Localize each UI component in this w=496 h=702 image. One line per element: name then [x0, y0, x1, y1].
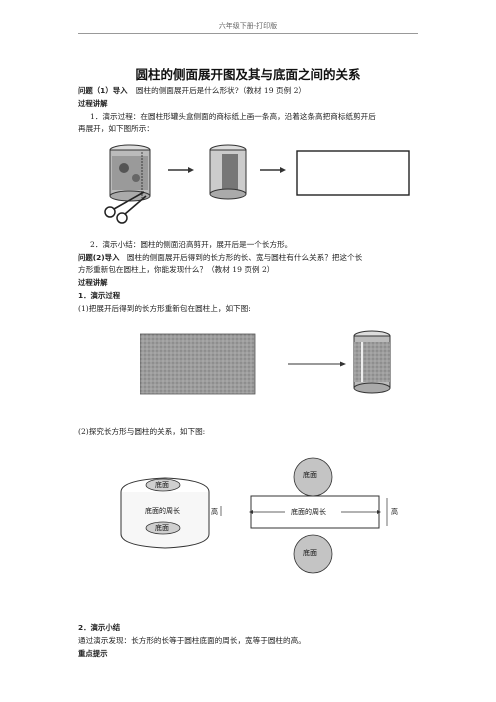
arrow-right-icon — [168, 167, 194, 173]
label-rectangle — [140, 333, 256, 395]
circumference-center-label: 底面的周长 — [291, 508, 326, 516]
process-heading-1: 过程讲解 — [78, 99, 108, 108]
arrow-right-icon — [288, 361, 346, 367]
height-right-label: 高 — [391, 508, 398, 516]
step-1-line-2: 再展开，如下图所示： — [78, 124, 154, 133]
header-divider — [78, 33, 418, 34]
step-2-summary: 2．演示小结：圆柱的侧面沿高剪开，展开后是一个长方形。 — [90, 240, 293, 249]
unwrapped-rectangle — [296, 150, 410, 196]
figure-can-unwrap — [104, 144, 410, 224]
inner-base-label: 底面 — [155, 481, 169, 489]
inner-bottom-base-label: 底面 — [155, 524, 169, 532]
summary-text: 通过演示发现：长方形的长等于圆柱底面的周长，宽等于圆柱的高。 — [78, 636, 306, 645]
question-2-label: 问题(2)导入 — [78, 253, 120, 262]
bottom-base-circle — [293, 534, 333, 574]
summary-heading: 2．演示小结 — [78, 623, 121, 632]
step-1-line-1: 1．演示过程：在圆柱形罐头盒侧面的商标纸上画一条高，沿着这条高把商标纸剪开后 — [90, 112, 376, 121]
question-1-text: 圆柱的侧面展开后是什么形状?（教材 19 页例 2） — [135, 86, 307, 95]
inner-base-bottom-shape — [145, 521, 181, 535]
height-left-label: 高 — [211, 508, 218, 516]
demo-step-2: (2)探究长方形与圆柱的关系，如下图: — [78, 427, 206, 436]
top-base-circle — [293, 457, 333, 497]
key-tip-heading: 重点提示 — [78, 649, 108, 658]
net-drawing — [120, 457, 388, 574]
can-rewrapped-illustration — [353, 330, 391, 394]
can-with-label-illustration — [109, 144, 151, 202]
figure-cylinder-net: 底面 底面 底面的周长 底面 高 底面的周长 高 底面 — [115, 450, 415, 600]
question-1-label: 问题（1）导入 — [78, 86, 128, 95]
scissors-icon — [104, 191, 147, 224]
question-1: 问题（1）导入 圆柱的侧面展开后是什么形状?（教材 19 页例 2） — [78, 85, 306, 96]
bottom-base-label: 底面 — [303, 549, 317, 557]
page-title: 圆柱的侧面展开图及其与底面之间的关系 — [135, 67, 361, 82]
question-2-line-2: 方形重新包在圆柱上，你能发现什么？（教材 19 页例 2） — [78, 265, 275, 274]
demo-step-1: (1)把展开后得到的长方形重新包在圆柱上，如下图: — [78, 304, 251, 313]
demo-process-heading: 1．演示过程 — [78, 291, 121, 300]
page-header: 六年级下册-打印版 — [218, 22, 278, 30]
question-2-text: 圆柱的侧面展开后得到的长方形的长、宽与圆柱有什么关系？把这个长 — [126, 253, 363, 262]
question-2-line-1: 问题(2)导入 圆柱的侧面展开后得到的长方形的长、宽与圆柱有什么关系？把这个长 — [78, 252, 362, 263]
arrow-right-icon — [260, 167, 286, 173]
inner-base-top-shape — [145, 478, 181, 492]
top-base-label: 底面 — [303, 471, 317, 479]
figure-rewrap — [140, 330, 391, 395]
circumference-left-label: 底面的周长 — [145, 507, 180, 515]
process-heading-2: 过程讲解 — [78, 278, 108, 287]
can-cut-illustration — [209, 144, 247, 200]
